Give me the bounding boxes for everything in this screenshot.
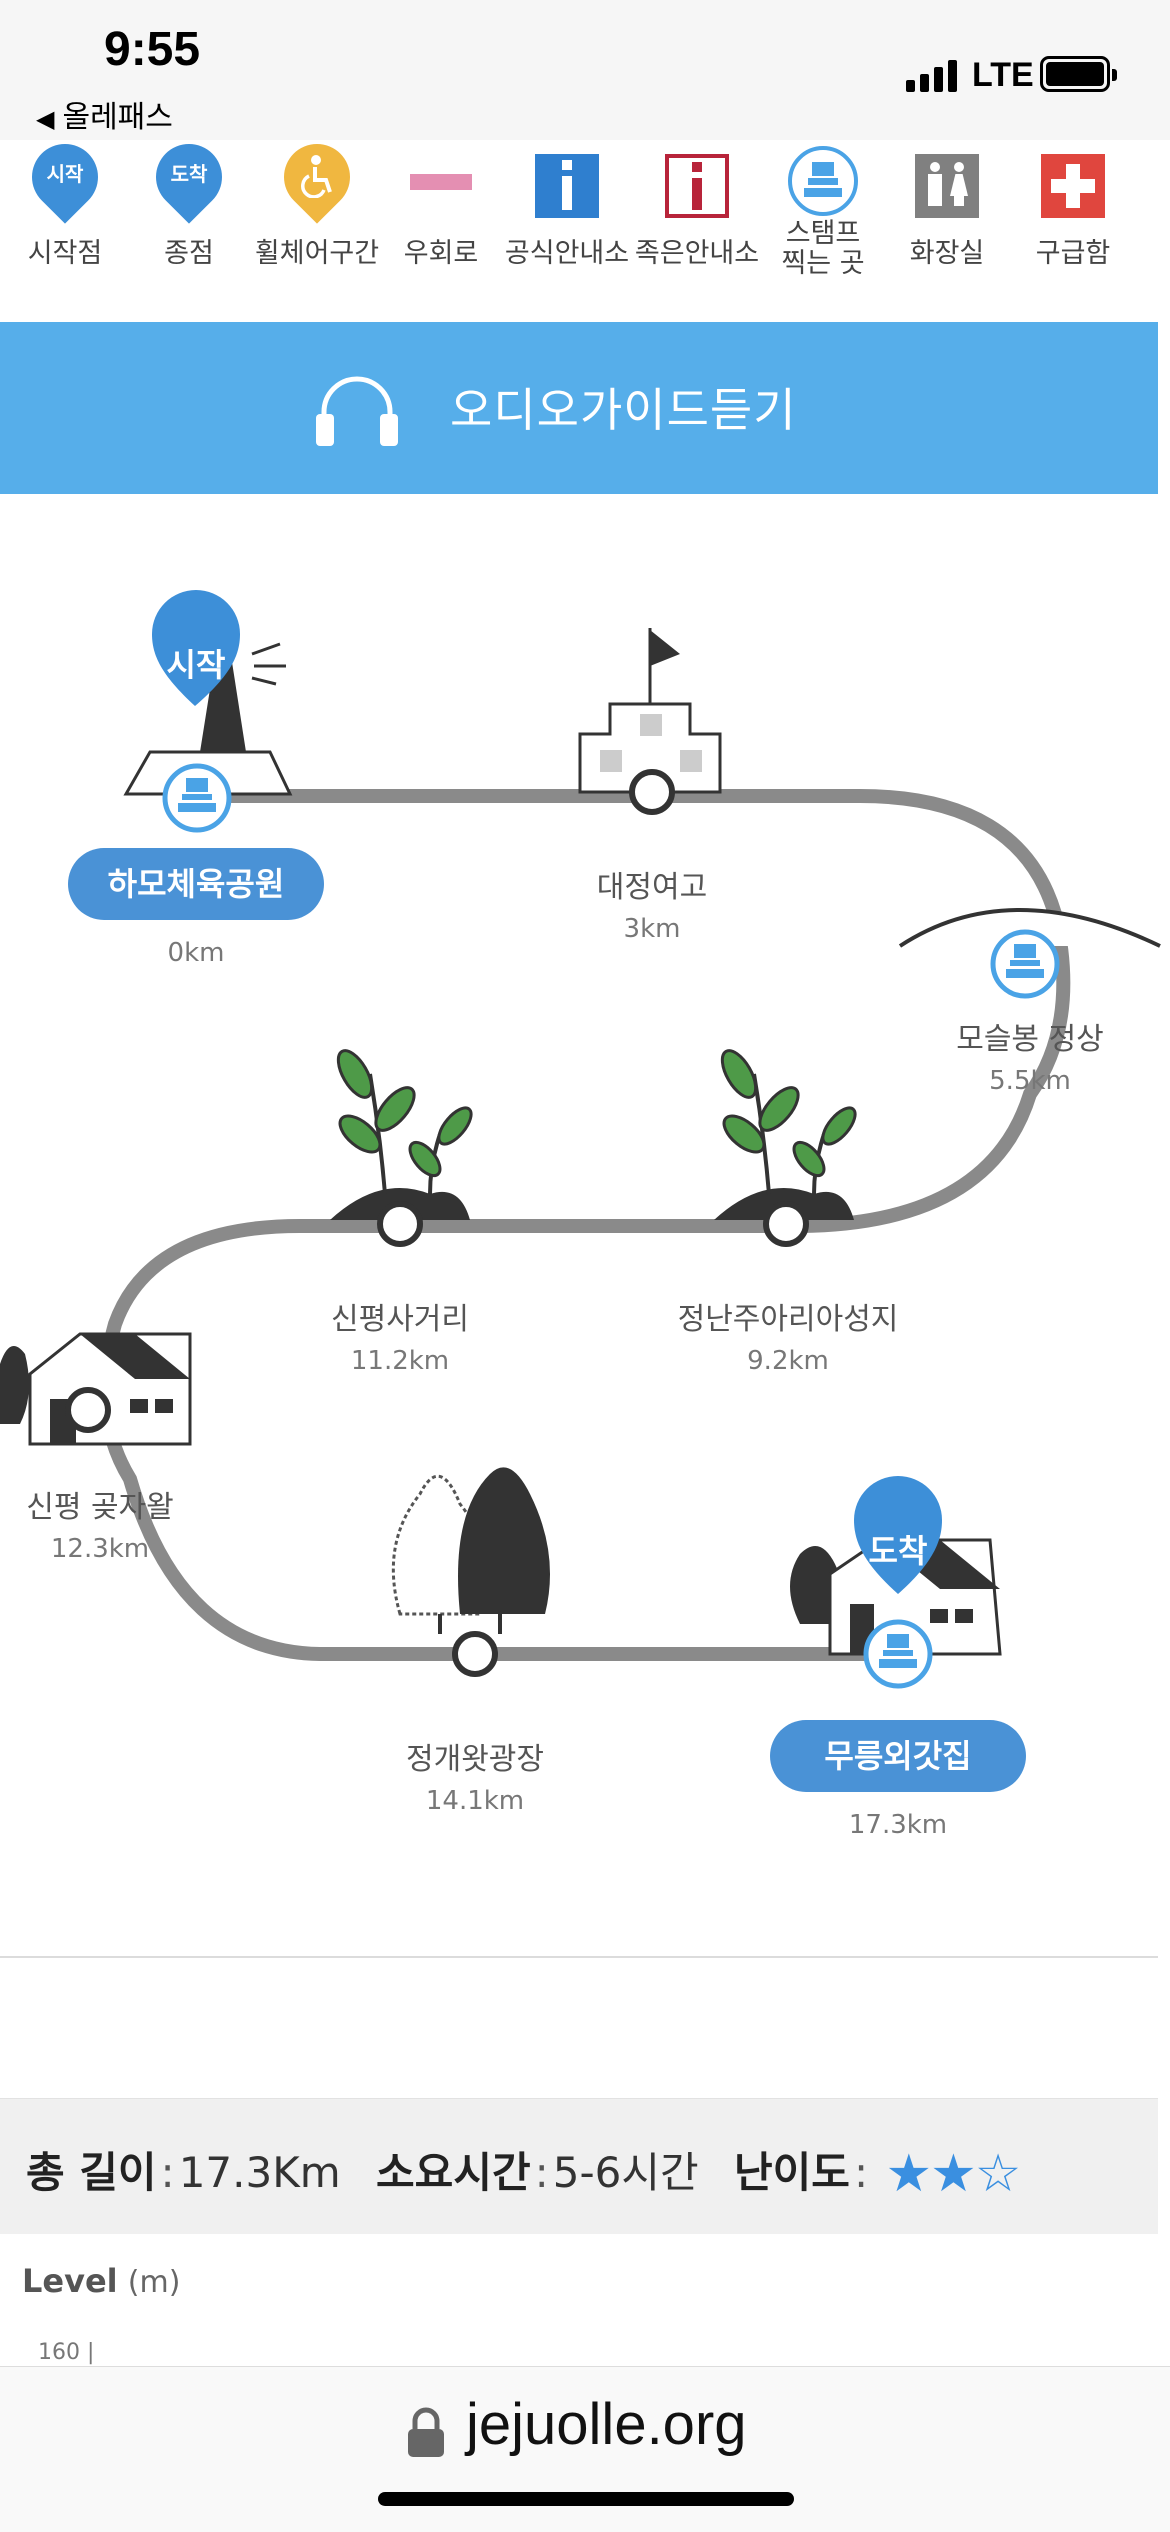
stop-pill-start[interactable]: 하모체육공원 xyxy=(68,848,324,920)
start-pin: 시작 xyxy=(152,590,240,706)
map-legend: 시작 시작점 도착 종점 휠체어구간 우회로 xyxy=(0,130,1170,320)
stop-km: 12.3km xyxy=(50,1534,150,1564)
legend-label-line1: 스탬프 xyxy=(785,218,861,249)
cellular-signal-icon xyxy=(906,58,960,92)
legend-start: 시작 시작점 xyxy=(0,130,130,270)
route-map: 시작 xyxy=(0,494,1170,1954)
stop-pill-end[interactable]: 무릉외갓집 xyxy=(770,1720,1026,1792)
back-triangle-icon: ◀ xyxy=(36,105,55,133)
time-label: 소요시간 xyxy=(376,2148,531,2197)
svg-text:시작: 시작 xyxy=(167,646,226,684)
stamp-marker-start xyxy=(162,763,232,833)
status-bar: 9:55 ◀올레패스 LTE xyxy=(0,0,1170,140)
legend-first-aid: 구급함 xyxy=(1008,140,1138,270)
legend-label: 휠체어구간 xyxy=(254,238,380,269)
stop-km: 0km xyxy=(167,938,225,968)
headphones-icon xyxy=(316,376,398,446)
restroom-icon xyxy=(882,140,1012,236)
stamp-marker-mountain xyxy=(990,929,1060,999)
stop-km: 11.2km xyxy=(350,1346,450,1376)
section-divider xyxy=(0,1956,1158,1958)
stop-name: 신평사거리 xyxy=(331,1302,469,1337)
back-to-app-button[interactable]: ◀올레패스 xyxy=(36,92,173,136)
legend-small-info: 족은안내소 xyxy=(632,140,762,270)
stop-marker xyxy=(452,1631,498,1677)
stop-marker xyxy=(377,1201,423,1247)
official-info-icon xyxy=(502,140,632,236)
stamp-icon xyxy=(758,140,888,236)
end-pin: 도착 xyxy=(854,1476,942,1594)
legend-label: 우회로 xyxy=(403,238,479,269)
small-info-icon xyxy=(632,140,762,236)
level-label: Level xyxy=(22,2262,118,2300)
detour-line-icon xyxy=(376,140,506,236)
network-type: LTE xyxy=(972,56,1034,94)
stop-name: 정개왓광장 xyxy=(406,1742,544,1777)
school-illustration xyxy=(578,628,722,794)
length-value: 17.3Km xyxy=(178,2148,341,2197)
legend-wheelchair: 휠체어구간 xyxy=(252,130,382,270)
difficulty-label: 난이도 xyxy=(734,2148,850,2197)
length-label: 총 길이 xyxy=(26,2148,157,2197)
legend-restroom: 화장실 xyxy=(882,140,1012,270)
star-filled-icon: ★★ xyxy=(885,2144,976,2204)
clock: 9:55 xyxy=(104,23,201,76)
legend-label-line2: 찍는 곳 xyxy=(781,248,865,279)
browser-address-bar[interactable]: jejuolle.org xyxy=(0,2366,1170,2532)
lock-icon xyxy=(408,2407,444,2457)
start-pin-icon: 시작 xyxy=(0,130,130,236)
legend-end: 도착 종점 xyxy=(124,130,254,270)
stop-km: 17.3km xyxy=(848,1810,948,1840)
svg-text:도착: 도착 xyxy=(869,1532,928,1570)
home-indicator[interactable] xyxy=(378,2492,794,2506)
stop-name: 대정여고 xyxy=(596,870,708,905)
level-unit: (m) xyxy=(127,2265,181,2300)
legend-official-info: 공식안내소 xyxy=(502,140,632,270)
difficulty-stars: ★★☆ xyxy=(885,2144,1022,2204)
legend-label: 족은안내소 xyxy=(634,238,760,269)
star-empty-icon: ☆ xyxy=(974,2144,1022,2204)
legend-label: 시작점 xyxy=(27,238,103,269)
elevation-tick: 160 | xyxy=(38,2340,95,2365)
elevation-chart-title: Level (m) xyxy=(22,2262,180,2300)
audio-guide-button[interactable]: 오디오가이드듣기 xyxy=(0,322,1158,494)
stop-marker xyxy=(629,769,675,815)
battery-icon xyxy=(1040,56,1117,92)
course-info-bar: 총 길이:17.3Km 소요시간:5-6시간 난이도: ★★☆ xyxy=(0,2098,1158,2234)
house-illustration-right xyxy=(790,1538,1002,1656)
legend-label: 공식안내소 xyxy=(504,238,630,269)
back-app-label: 올레패스 xyxy=(62,100,173,135)
first-aid-icon xyxy=(1008,140,1138,236)
stop-km: 14.1km xyxy=(425,1786,525,1816)
stop-km: 3km xyxy=(623,914,681,944)
stop-name: 모슬봉 정상 xyxy=(956,1022,1104,1057)
url-text: jejuolle.org xyxy=(466,2392,747,2457)
legend-label: 종점 xyxy=(164,238,214,269)
plant-illustration-2 xyxy=(714,1049,857,1220)
stamp-marker-end xyxy=(863,1619,933,1689)
stop-km: 5.5km xyxy=(989,1066,1071,1096)
route-map-graphic: 시작 xyxy=(0,590,1161,1689)
time-value: 5-6시간 xyxy=(552,2148,699,2197)
stop-km: 9.2km xyxy=(747,1346,829,1376)
mountain-illustration xyxy=(898,908,1161,948)
audio-guide-label: 오디오가이드듣기 xyxy=(450,383,797,437)
legend-detour: 우회로 xyxy=(376,140,506,270)
stop-marker xyxy=(65,1387,111,1433)
stop-marker xyxy=(763,1201,809,1247)
end-pin-icon: 도착 xyxy=(124,130,254,236)
legend-label: 구급함 xyxy=(1035,238,1111,269)
legend-stamp: 스탬프 찍는 곳 xyxy=(758,140,888,280)
legend-label: 화장실 xyxy=(909,238,985,269)
wheelchair-pin-icon xyxy=(252,130,382,236)
tree-illustration xyxy=(391,1467,550,1634)
stop-name: 신평 곶자왈 xyxy=(26,1490,174,1525)
stop-name: 정난주아리아성지 xyxy=(677,1302,899,1337)
plant-illustration-1 xyxy=(330,1049,473,1220)
